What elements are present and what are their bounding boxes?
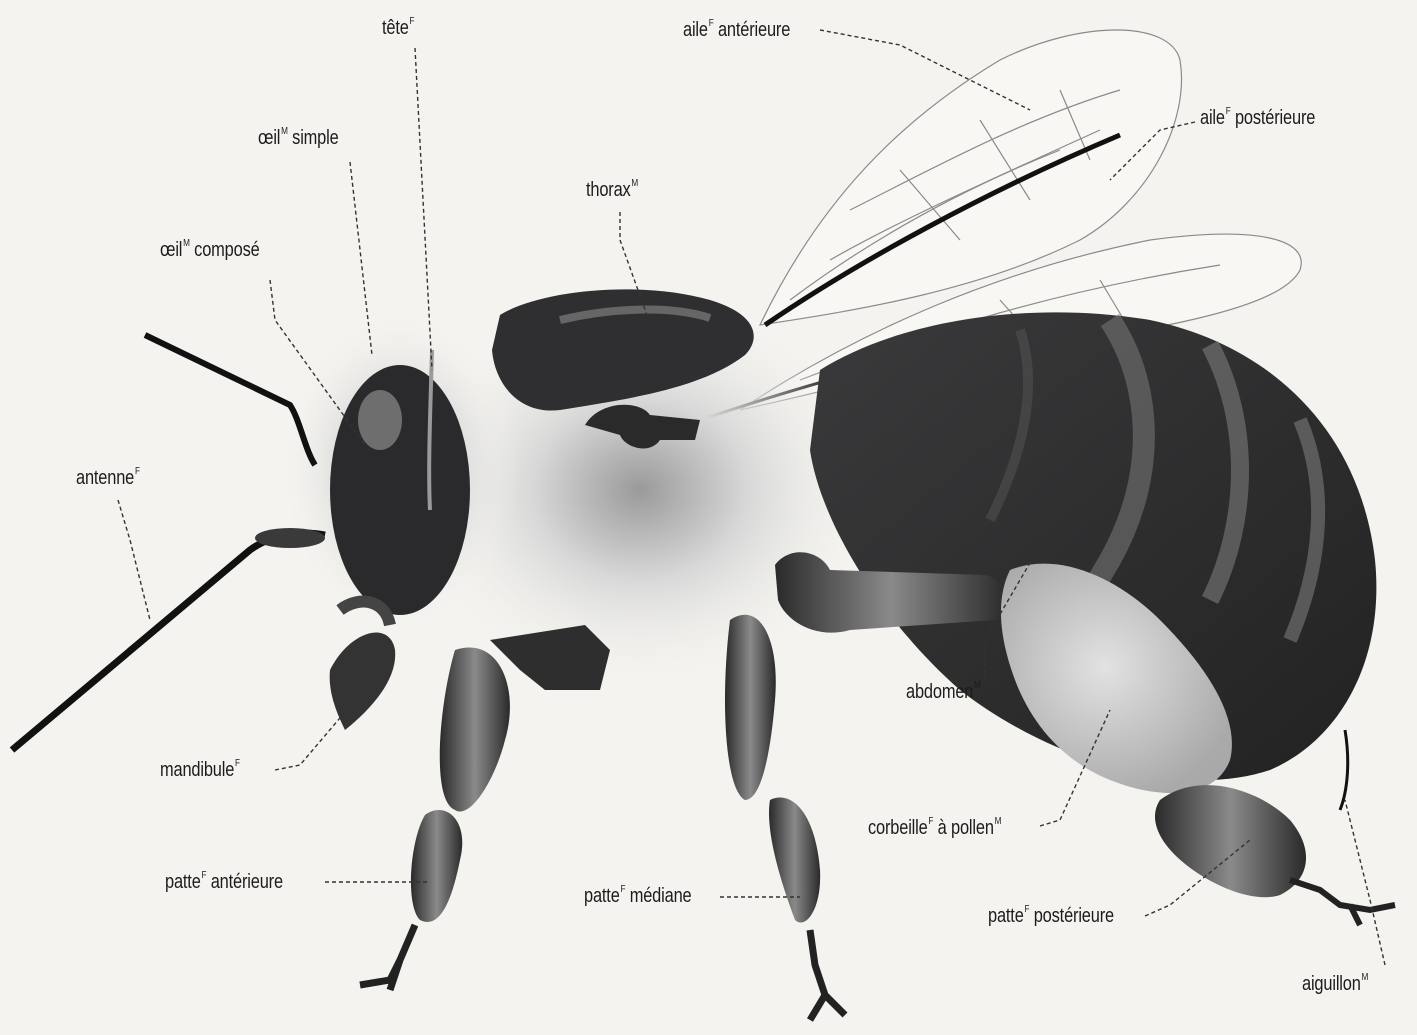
label-patte-mediane: patteF médiane <box>584 884 691 908</box>
leader-antenne <box>118 500 150 620</box>
antenna-scape <box>255 528 325 548</box>
label-antenne: antenneF <box>76 466 140 490</box>
stinger <box>1340 730 1348 810</box>
label-patte-posterieure: patteF postérieure <box>988 904 1114 928</box>
leader-mandibule <box>275 712 345 770</box>
label-tete: têteF <box>382 16 414 40</box>
antenna-lower <box>12 533 325 750</box>
mandible-shape <box>330 633 396 730</box>
label-thorax: thoraxM <box>586 178 638 202</box>
leader-aiguillon <box>1345 800 1385 965</box>
label-corbeille: corbeilleF à pollenM <box>868 816 1001 840</box>
head-shape <box>330 365 470 615</box>
label-mandibule: mandibuleF <box>160 758 240 782</box>
label-patte-anterieure: patteF antérieure <box>165 870 283 894</box>
middle-leg <box>725 615 845 1020</box>
label-oeil-simple: œilM simple <box>258 126 339 150</box>
label-aiguillon: aiguillonM <box>1302 972 1368 996</box>
label-abdomen: abdomenM <box>906 680 981 704</box>
label-aile-anterieure: aileF antérieure <box>683 18 790 42</box>
compound-eye-highlight <box>358 390 402 450</box>
front-leg <box>360 625 610 990</box>
label-aile-posterieure: aileF postérieure <box>1200 106 1315 130</box>
label-oeil-compose: œilM composé <box>160 238 260 262</box>
